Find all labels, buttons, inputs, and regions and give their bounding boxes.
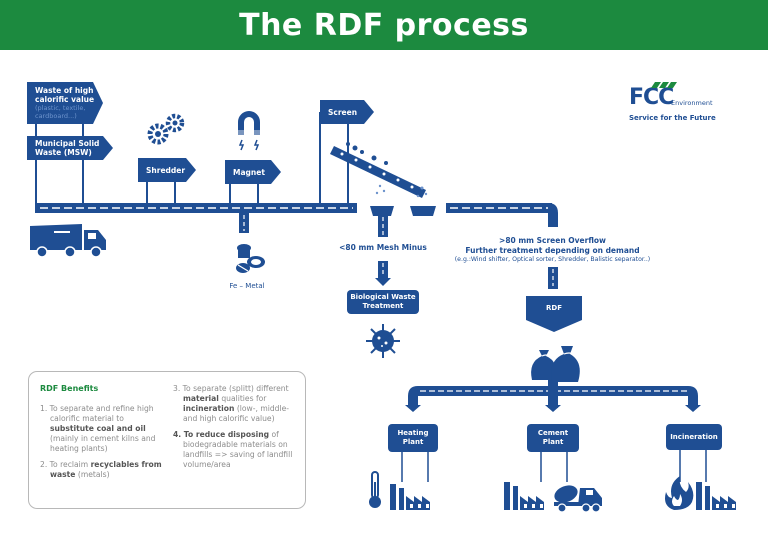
brand-tagline: Service for the Future [629,114,716,122]
rdf-label: RDF [546,304,562,312]
metal-label: Fe – Metal [229,282,265,290]
brand-environment: Environment [671,99,713,107]
fcc-logo-icon: FCC [629,82,677,110]
shredder-tag: Shredder [138,158,196,182]
benefit-item-3: 3. To separate (splitt) different materi… [173,384,289,423]
bio-treatment-node: Biological Waste Treatment [347,290,419,314]
bio-treatment-label: Biological Waste Treatment [350,293,416,310]
overflow-line3: (e.g.:Wind shifter, Optical sorter, Shre… [454,256,651,263]
fcc-logo: FCC Environment Service for the Future [627,80,737,125]
shredder-label: Shredder [146,165,186,175]
overflow-line2: Further treatment depending on demand [465,246,640,255]
garbage-truck-icon [30,224,106,258]
benefit-item-2: 2. To reclaim recyclables from waste (me… [40,460,162,479]
mesh-minus-label: <80 mm Mesh Minus [339,243,427,252]
screen-label: Screen [328,107,358,117]
heating-plant-icon [369,471,430,510]
bacteria-icon [366,324,400,358]
header-bar: The RDF process [0,0,768,50]
metal-cans-icon [236,244,265,273]
magnet-tag: Magnet [225,160,281,184]
rdf-benefits-box: RDF Benefits 1. To separate and refine h… [28,371,306,509]
incineration-icon [665,476,736,510]
cement-mixer-icon [554,485,602,506]
waste-high-title: Waste of high calorific value [35,86,95,104]
heating-plant-label: Heating Plant [397,429,429,446]
rdf-node-shape [526,296,582,332]
waste-high-tag: Waste of high calorific value (plastic, … [27,82,103,124]
cement-plant-label: Cement Plant [537,429,569,446]
benefit-item-1: 1. To separate and refine high calorific… [40,404,156,453]
waste-high-sub: (plastic, textile, cardboard...) [35,104,86,120]
destination-cement-plant: Cement Plant [527,424,579,452]
conveyor-screen-icon [330,142,436,216]
rdf-bags-icon [531,346,580,382]
destination-incineration: Incineration [666,424,722,450]
msw-label: Municipal Solid Waste (MSW) [35,139,100,157]
thermometer-icon [369,471,381,508]
incineration-label: Incineration [670,432,718,441]
overflow-line1: >80 mm Screen Overflow [499,236,606,245]
magnet-label: Magnet [233,167,265,177]
screen-tag: Screen [320,100,374,124]
page-title: The RDF process [239,7,529,43]
fcc-logo-letters: FCC [629,85,673,110]
magnet-icon [238,111,260,151]
cement-plant-icon [504,482,602,512]
benefits-title: RDF Benefits [40,384,99,393]
msw-tag: Municipal Solid Waste (MSW) [27,136,113,160]
gears-icon [147,113,185,145]
benefit-item-4: 4. To reduce disposing of biodegradable … [173,430,293,469]
destination-heating-plant: Heating Plant [388,424,438,452]
